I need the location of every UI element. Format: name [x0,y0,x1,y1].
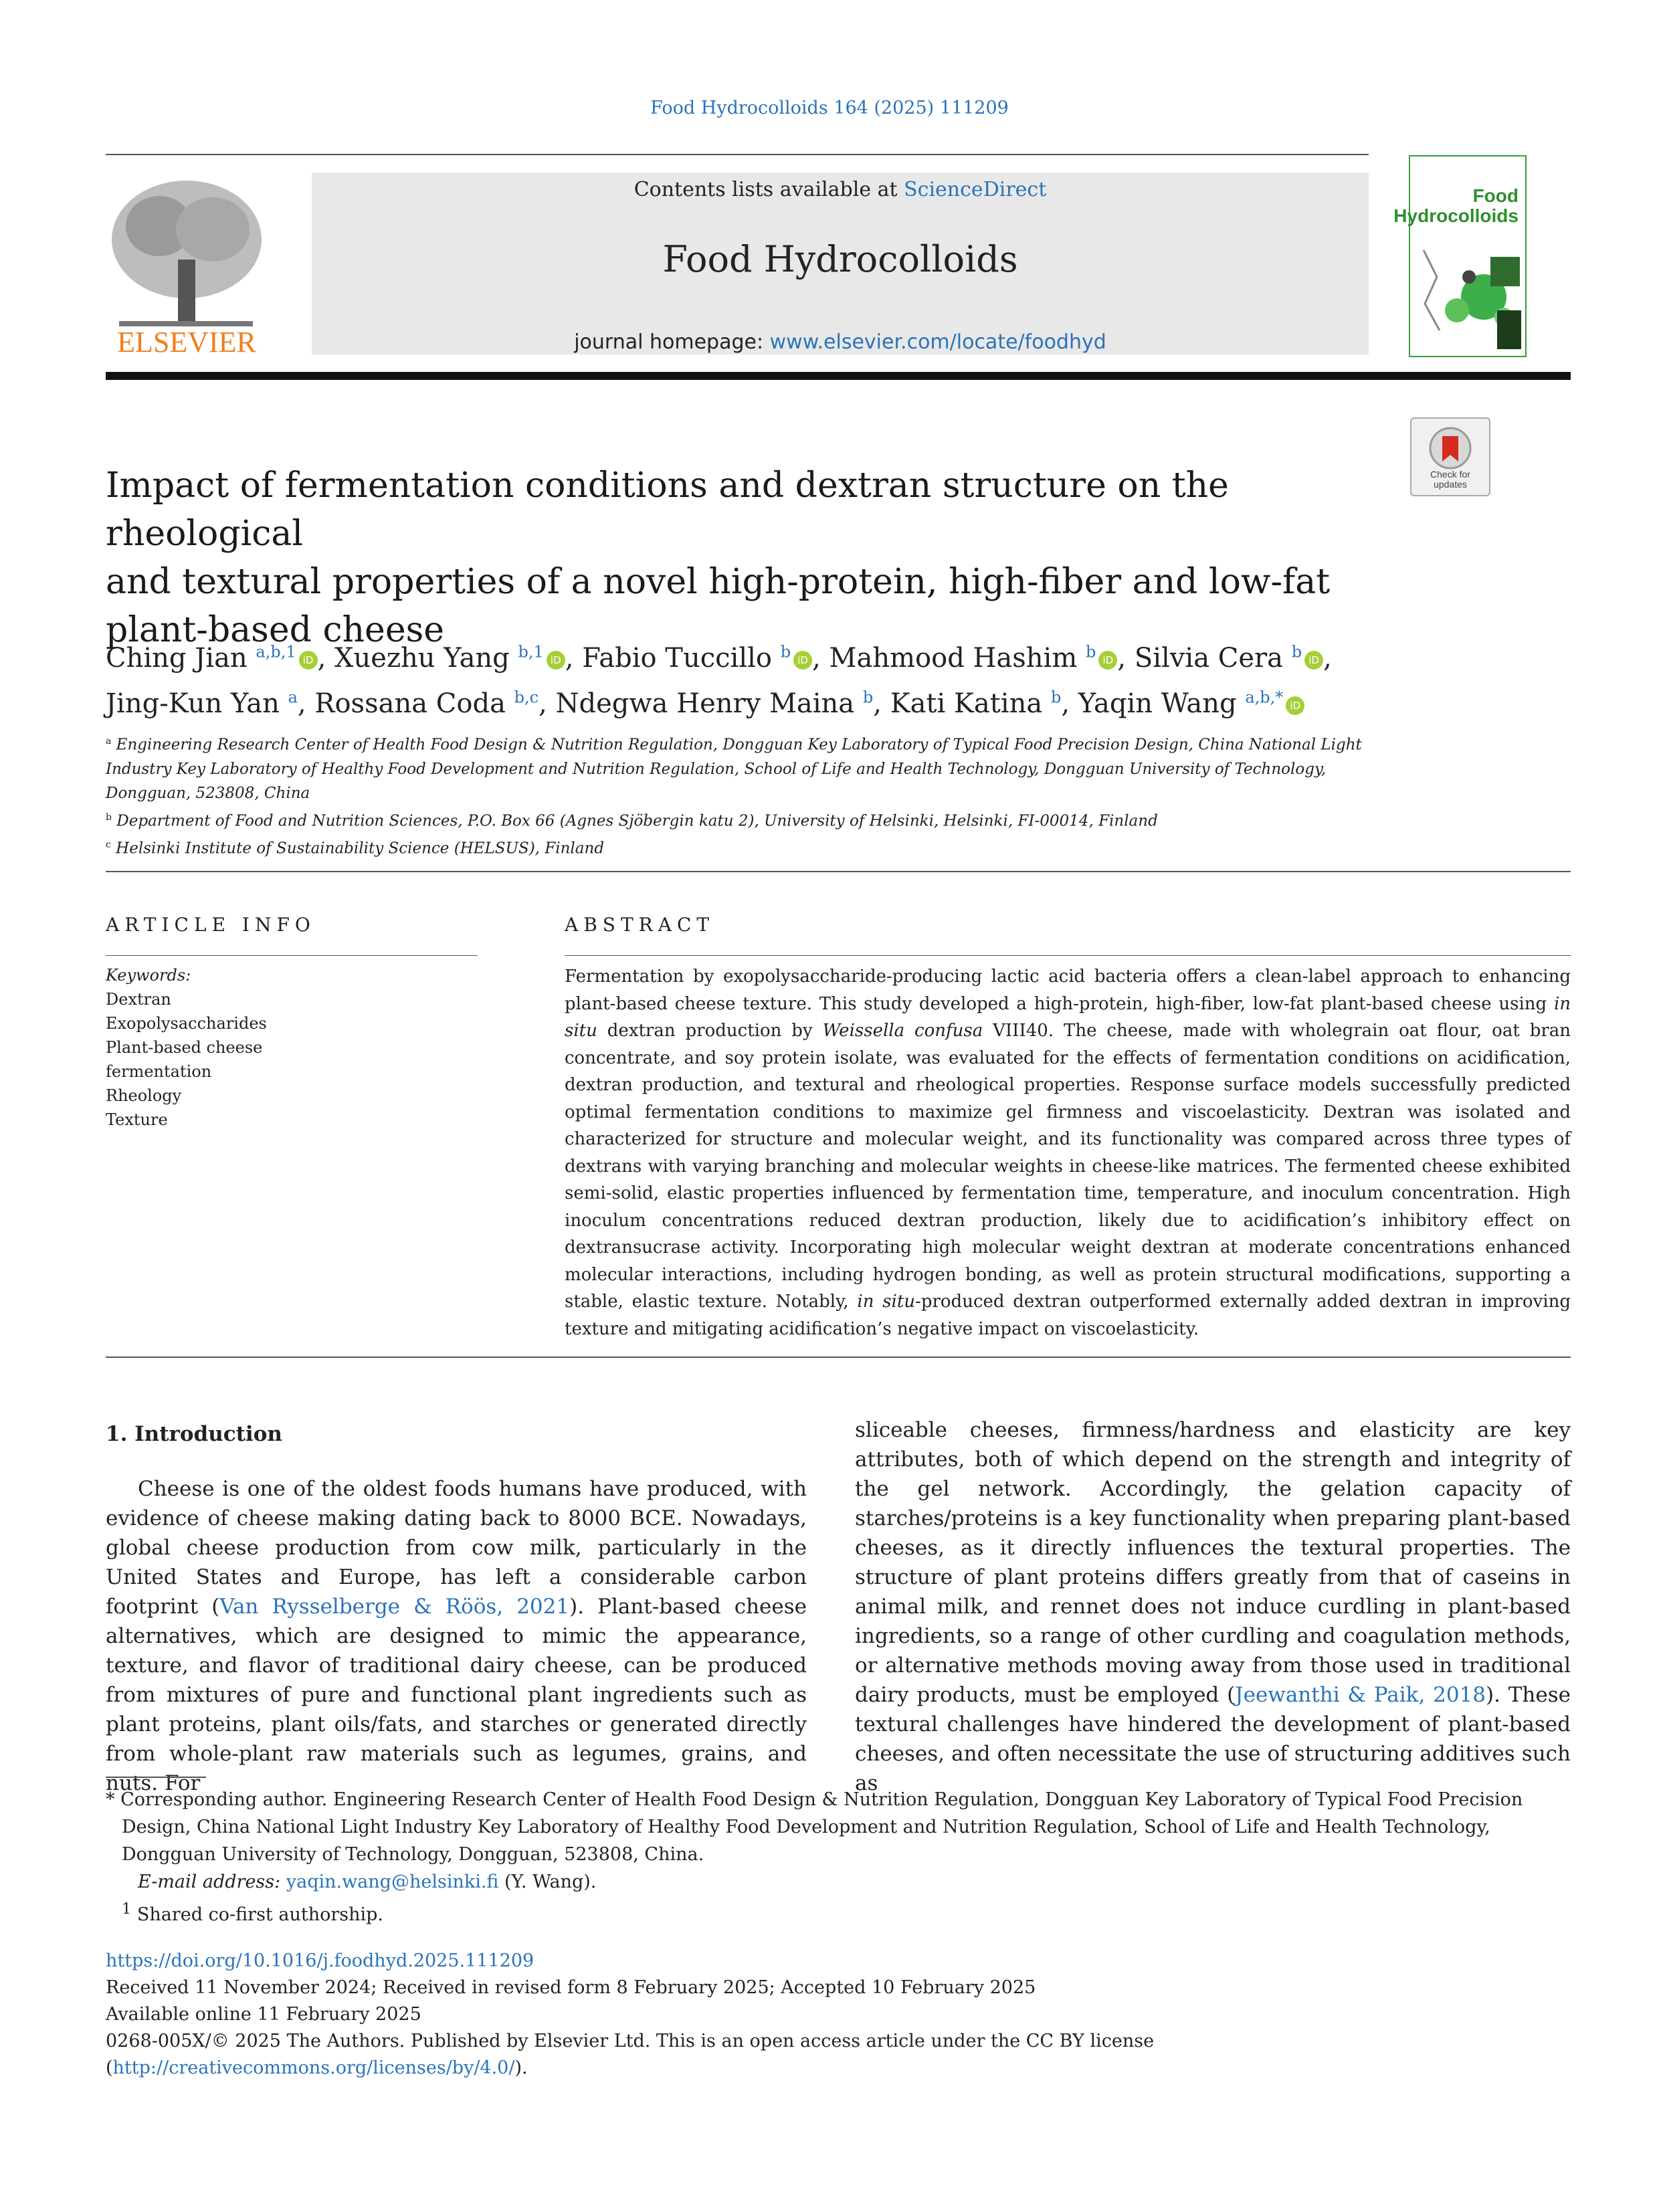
introduction-heading: 1. Introduction [106,1422,282,1446]
author-affiliation-mark[interactable]: b [1050,688,1062,707]
intro-left-column: Cheese is one of the oldest foods humans… [106,1477,807,1795]
author[interactable]: Yaqin Wang a,b,*iD [1078,688,1305,719]
orcid-icon[interactable]: iD [298,651,318,670]
author-affiliation-mark[interactable]: a [288,688,298,707]
top-divider [106,154,1369,155]
homepage-link[interactable]: www.elsevier.com/locate/foodhyd [769,330,1106,354]
journal-title: Food Hydrocolloids [662,238,1018,280]
elsevier-tree-icon: ELSEVIER [112,181,262,359]
publication-meta: https://doi.org/10.1016/j.foodhyd.2025.1… [106,1948,1571,2082]
journal-cover[interactable]: Food Hydrocolloids [1393,155,1527,357]
sciencedirect-link[interactable]: ScienceDirect [904,178,1047,201]
cover-molecules-icon [1422,249,1521,349]
author-affiliation-mark[interactable]: b [1086,643,1096,662]
orcid-icon[interactable]: iD [1098,651,1118,670]
cover-title: Food Hydrocolloids [1393,185,1519,226]
received-dates: Received 11 November 2024; Received in r… [106,1977,1036,1998]
citation-link[interactable]: Van Rysselberge & Röös, 2021 [219,1595,570,1619]
doi-link[interactable]: https://doi.org/10.1016/j.foodhyd.2025.1… [106,1950,534,1971]
abstract-heading: ABSTRACT [565,914,715,936]
author[interactable]: Rossana Coda b,c, [314,688,547,719]
author[interactable]: Ndegwa Henry Maina b, [555,688,882,719]
citation-link[interactable]: Jeewanthi & Paik, 2018 [1235,1683,1486,1707]
author-affiliation-mark[interactable]: b [780,643,791,662]
keywords-block: Keywords: Dextran Exopolysaccharides Pla… [106,963,478,1132]
orcid-icon[interactable]: iD [546,651,565,670]
available-online: Available online 11 February 2025 [106,2004,421,2025]
keyword: Plant-based cheese [106,1038,263,1057]
affiliation-divider [106,871,1571,872]
email-link[interactable]: yaqin.wang@helsinki.fi [286,1872,499,1892]
keywords-label: Keywords: [106,966,191,985]
keyword: Rheology [106,1086,182,1105]
affiliation-a: a Engineering Research Center of Health … [106,736,1362,802]
author-affiliation-mark[interactable]: b,c [514,688,539,707]
shared-authorship-note: 1 Shared co-first authorship. [122,1900,383,1925]
author[interactable]: Jing-Kun Yan a, [106,688,306,719]
elsevier-logo[interactable]: ELSEVIER [106,173,268,359]
orcid-icon[interactable]: iD [793,651,813,670]
author[interactable]: Kati Katina b, [890,688,1070,719]
affiliation-c: c Helsinki Institute of Sustainability S… [106,839,605,858]
keyword: Texture [106,1110,168,1129]
article-info-rule [106,955,478,956]
keyword: Dextran [106,990,171,1009]
article-info-heading: ARTICLE INFO [106,914,316,936]
abstract-bottom-divider [106,1356,1571,1358]
email-note: E-mail address: yaqin.wang@helsinki.fi (… [138,1872,597,1892]
footnotes: * Corresponding author. Engineering Rese… [106,1786,1571,1928]
author-affiliation-mark[interactable]: a,b,1 [256,643,296,662]
orcid-icon[interactable]: iD [1286,696,1305,715]
footnote-rule [106,1777,206,1778]
affiliation-b: b Department of Food and Nutrition Scien… [106,811,1158,830]
header-thick-divider [106,372,1571,380]
affiliations: a Engineering Research Center of Health … [106,729,1377,861]
abstract-rule [565,955,1571,956]
journal-banner: Contents lists available at ScienceDirec… [312,173,1369,355]
bookmark-icon [1429,427,1472,470]
author-affiliation-mark[interactable]: b [862,688,874,707]
license-line: 0268-005X/© 2025 The Authors. Published … [106,2031,1155,2078]
orcid-icon[interactable]: iD [1304,651,1324,670]
abstract-text: Fermentation by exopolysaccharide-produc… [565,967,1571,1339]
paper-title: Impact of fermentation conditions and de… [106,466,1331,650]
homepage-line: journal homepage: www.elsevier.com/locat… [574,330,1106,354]
check-for-updates-badge[interactable]: Check for updates [1410,417,1490,496]
publisher-logo-text: ELSEVIER [117,326,256,359]
contents-line: Contents lists available at ScienceDirec… [633,178,1047,201]
author-affiliation-mark[interactable]: b [1291,643,1302,662]
author-affiliation-mark[interactable]: b,1 [518,643,544,662]
author-affiliation-mark[interactable]: a,b,* [1245,688,1284,707]
intro-right-column: sliceable cheeses, firmness/hardness and… [855,1418,1571,1795]
keyword: fermentation [106,1062,212,1081]
keyword: Exopolysaccharides [106,1014,267,1033]
journal-reference[interactable]: Food Hydrocolloids 164 (2025) 111209 [650,98,1009,118]
corresponding-author-note: * Corresponding author. Engineering Rese… [106,1789,1523,1865]
license-link[interactable]: http://creativecommons.org/licenses/by/4… [112,2057,515,2078]
